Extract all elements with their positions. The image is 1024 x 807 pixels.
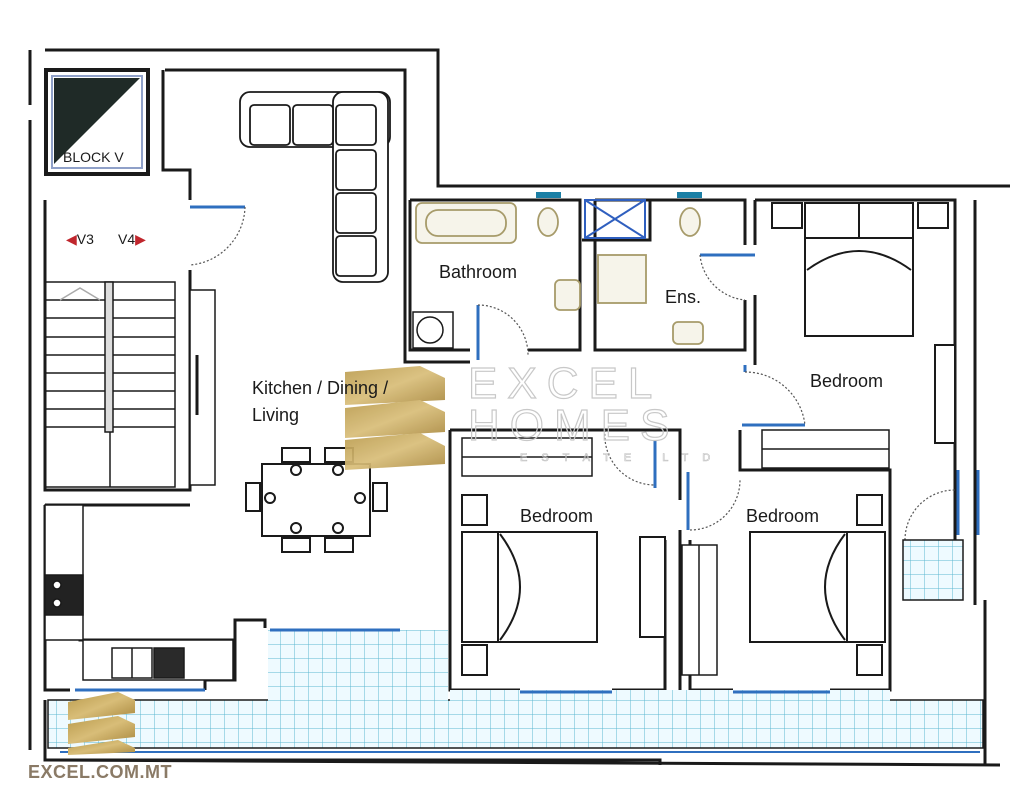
staircase xyxy=(44,281,176,488)
washing-machine xyxy=(412,311,454,349)
shower-tray xyxy=(584,199,646,239)
arrow-right-icon: ▶ xyxy=(135,231,146,247)
kitchen-counter xyxy=(44,504,234,681)
room-label-bathroom: Bathroom xyxy=(439,262,518,282)
left-bed xyxy=(461,494,666,676)
wardrobe-corridor xyxy=(681,544,718,676)
room-label-living: Living xyxy=(252,405,300,425)
website-link[interactable]: EXCEL.COM.MT xyxy=(28,762,172,782)
room-label-bedroom-left: Bedroom xyxy=(520,506,594,526)
watermark-excel: EXCEL xyxy=(467,359,663,408)
unit-v3-text: V3 xyxy=(76,231,94,247)
room-label-master-bedroom: Bedroom xyxy=(810,371,884,391)
wardrobe-left xyxy=(461,437,593,477)
wardrobe-master xyxy=(761,429,890,469)
dining-table xyxy=(245,447,388,553)
room-label-kitchen: Kitchen / Dining / xyxy=(252,378,389,398)
terrace-main xyxy=(47,699,984,749)
watermark-estate: ESTATE LTD xyxy=(520,452,725,465)
unit-v4-text: V4 xyxy=(118,231,136,247)
bathroom-fixtures xyxy=(415,202,704,345)
block-label: BLOCK V xyxy=(63,149,124,165)
logo-mark-corner xyxy=(68,692,135,755)
terrace-side xyxy=(902,539,964,601)
block-v-symbol xyxy=(44,68,150,176)
sofa xyxy=(239,91,391,283)
logo-mark-center xyxy=(345,366,445,470)
terrace-kitchen xyxy=(268,630,448,702)
room-label-bedroom-right: Bedroom xyxy=(746,506,820,526)
tv-unit xyxy=(189,289,216,486)
arrow-left-icon: ◀ xyxy=(66,231,77,247)
watermark-homes: HOMES xyxy=(467,401,680,450)
unit-v4-label: V4▶ xyxy=(118,228,146,250)
room-label-ensuite: Ens. xyxy=(665,287,702,307)
right-bed xyxy=(749,494,886,676)
unit-v3-label: ◀V3 xyxy=(66,228,94,250)
master-bed xyxy=(771,202,956,444)
entrance-door xyxy=(189,205,246,266)
